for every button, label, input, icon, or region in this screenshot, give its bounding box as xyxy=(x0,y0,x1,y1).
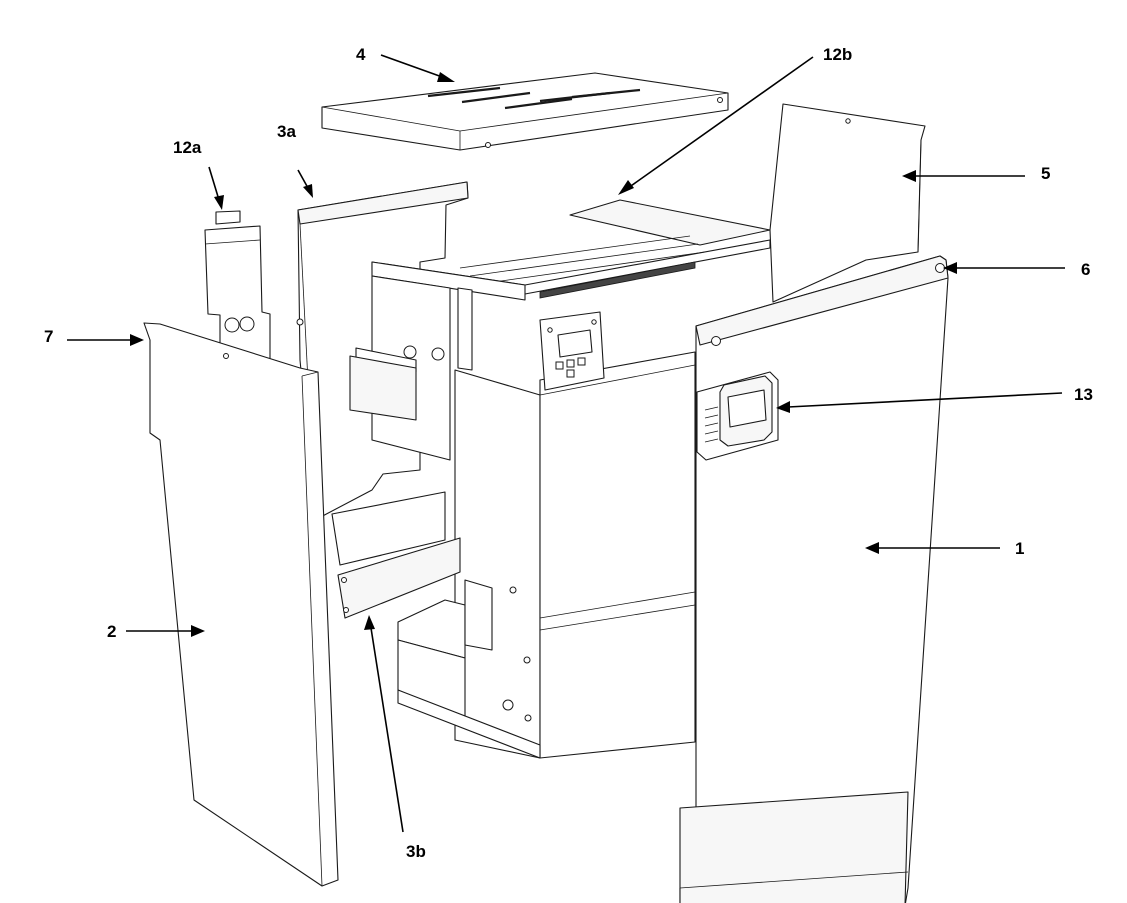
label-3b: 3b xyxy=(406,842,426,861)
part-13-handle xyxy=(696,371,779,461)
callout-6: 6 xyxy=(943,260,1090,279)
part-2-left-panel xyxy=(143,322,339,887)
part-1-front-door xyxy=(679,255,949,903)
callout-13: 13 xyxy=(776,385,1093,413)
callout-3b: 3b xyxy=(364,615,426,861)
callout-12a: 12a xyxy=(173,138,224,210)
label-2: 2 xyxy=(107,622,116,641)
chassis-frame xyxy=(331,199,771,759)
label-3a: 3a xyxy=(277,122,296,141)
label-12a: 12a xyxy=(173,138,202,157)
part-12a-bracket xyxy=(204,210,271,367)
callout-12b: 12b xyxy=(618,45,852,195)
label-5: 5 xyxy=(1041,164,1050,183)
callout-4: 4 xyxy=(356,45,455,82)
callout-5: 5 xyxy=(902,164,1050,183)
label-12b: 12b xyxy=(823,45,852,64)
callout-3a: 3a xyxy=(277,122,313,198)
part-4-top-cover xyxy=(321,72,729,151)
label-13: 13 xyxy=(1074,385,1093,404)
label-7: 7 xyxy=(44,327,53,346)
callout-2: 2 xyxy=(107,622,205,641)
callout-1: 1 xyxy=(865,539,1024,558)
label-4: 4 xyxy=(356,45,366,64)
callout-7: 7 xyxy=(44,327,144,346)
label-6: 6 xyxy=(1081,260,1090,279)
label-1: 1 xyxy=(1015,539,1024,558)
control-panel xyxy=(539,311,605,391)
